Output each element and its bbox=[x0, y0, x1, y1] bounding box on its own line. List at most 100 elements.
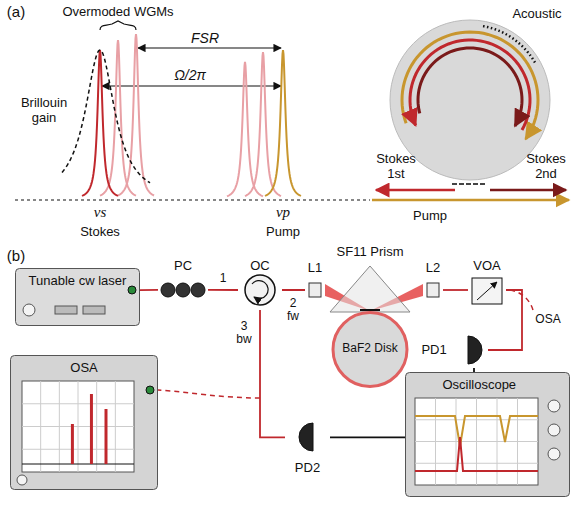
circulator-arrow bbox=[252, 281, 268, 299]
annotation-label: Stokes bbox=[80, 225, 120, 240]
knob bbox=[548, 400, 560, 412]
trace-baseline bbox=[22, 464, 134, 465]
spectral-line bbox=[90, 394, 93, 464]
fiber-paddle bbox=[176, 283, 190, 297]
dashed-fiber bbox=[158, 390, 260, 398]
prism bbox=[330, 266, 410, 312]
polarization-controller: PC bbox=[158, 258, 208, 303]
component-label: PD2 bbox=[295, 461, 320, 475]
stokes-beam bbox=[376, 189, 455, 192]
baf2-disk bbox=[333, 313, 407, 387]
component-label: Tunable cw laser bbox=[29, 274, 127, 288]
oscilloscope-body bbox=[406, 373, 570, 497]
component-label: OC bbox=[250, 259, 270, 273]
wgm-resonance bbox=[265, 50, 301, 196]
knob bbox=[17, 475, 27, 485]
gain-curve bbox=[62, 50, 150, 183]
fsr-arrow bbox=[138, 47, 281, 48]
component-label: PC bbox=[174, 259, 192, 273]
fiber-connector bbox=[140, 289, 158, 291]
attenuator bbox=[472, 278, 502, 304]
annotation-label: Pump bbox=[266, 225, 300, 240]
screen bbox=[415, 398, 538, 485]
wgm-resonance bbox=[227, 62, 263, 196]
optical-circulator: OC bbox=[238, 258, 282, 310]
photodetector bbox=[468, 336, 482, 364]
photodetector bbox=[299, 423, 313, 451]
trace bbox=[415, 416, 538, 446]
stokes-mode bbox=[410, 40, 530, 130]
component-label: PD1 bbox=[421, 343, 446, 357]
grating-mark bbox=[480, 183, 485, 185]
osa-body bbox=[11, 356, 158, 490]
grid-line bbox=[22, 449, 134, 450]
grid-line bbox=[22, 426, 134, 427]
trace bbox=[415, 437, 538, 471]
photodetector: PD1 bbox=[418, 332, 488, 368]
spectrum-plot bbox=[15, 21, 370, 200]
attenuator: VOA bbox=[468, 258, 506, 308]
component-label: SF11 Prism bbox=[337, 245, 404, 259]
annotation-label: Acoustic bbox=[512, 7, 561, 22]
edge-label: 2 fw bbox=[284, 297, 302, 323]
power-button bbox=[23, 304, 35, 316]
grating-mark bbox=[452, 183, 457, 185]
grid-line bbox=[415, 441, 538, 442]
fiber-connector bbox=[208, 289, 238, 291]
output-port bbox=[128, 286, 136, 294]
pump-mode bbox=[402, 32, 538, 139]
grating-mark bbox=[459, 183, 464, 185]
baseline bbox=[15, 199, 370, 200]
grid-line bbox=[415, 419, 538, 420]
annotation-label: Stokes 2nd bbox=[524, 152, 568, 182]
screen bbox=[22, 381, 134, 472]
shape-outline bbox=[10, 355, 158, 490]
resonator-disk: BaF2 Disk bbox=[330, 312, 410, 387]
grating-mark bbox=[466, 183, 471, 185]
collimator bbox=[427, 283, 439, 297]
attenuator-arrow bbox=[477, 282, 497, 300]
fiber-connector bbox=[443, 289, 468, 291]
component-label: Oscilloscope bbox=[442, 378, 516, 392]
shift-arrow bbox=[102, 85, 281, 86]
circulator bbox=[245, 275, 275, 305]
wgm-resonance bbox=[82, 50, 118, 196]
edge-label: 3 bw bbox=[234, 320, 254, 346]
annotation-label: Brillouin gain bbox=[13, 96, 75, 126]
annotation-label: Stokes 1st bbox=[374, 152, 418, 182]
component-label: L2 bbox=[426, 261, 440, 275]
collimator bbox=[309, 283, 321, 297]
annotation-label: OSA bbox=[535, 313, 560, 327]
edge-label: 1 bbox=[219, 272, 228, 285]
stokes-mode bbox=[418, 48, 522, 126]
laser-body bbox=[16, 269, 140, 326]
oscilloscope: Oscilloscope bbox=[405, 372, 570, 497]
component-label: OSA bbox=[70, 361, 97, 375]
fiber-paddle bbox=[191, 283, 205, 297]
photodetector: PD2 bbox=[285, 420, 330, 478]
panel-slot bbox=[55, 306, 77, 314]
stokes-beam bbox=[490, 189, 566, 192]
annotation-label: Ω/2π bbox=[174, 67, 206, 83]
grid-line bbox=[415, 463, 538, 464]
input-port bbox=[146, 386, 154, 394]
component-label: VOA bbox=[473, 259, 500, 273]
laser-box: Tunable cw laser bbox=[15, 268, 140, 326]
contact-mark bbox=[360, 309, 380, 311]
annotation-label: FSR bbox=[191, 30, 219, 46]
grid-line bbox=[22, 403, 134, 404]
grating-mark bbox=[473, 183, 478, 185]
spectral-line bbox=[71, 424, 74, 464]
component-label: BaF2 Disk bbox=[342, 342, 397, 355]
spectrum-analyzer: OSA bbox=[10, 355, 158, 490]
annotation-label: νp bbox=[276, 204, 290, 221]
disk-illustration bbox=[372, 20, 569, 200]
annotation-label: νs bbox=[94, 204, 107, 221]
prism-coupler: SF11 Prism bbox=[330, 240, 410, 312]
fiber-connector bbox=[330, 436, 405, 438]
wgm-resonance bbox=[118, 34, 154, 196]
knob bbox=[548, 448, 560, 460]
fiber-connector bbox=[473, 368, 475, 372]
